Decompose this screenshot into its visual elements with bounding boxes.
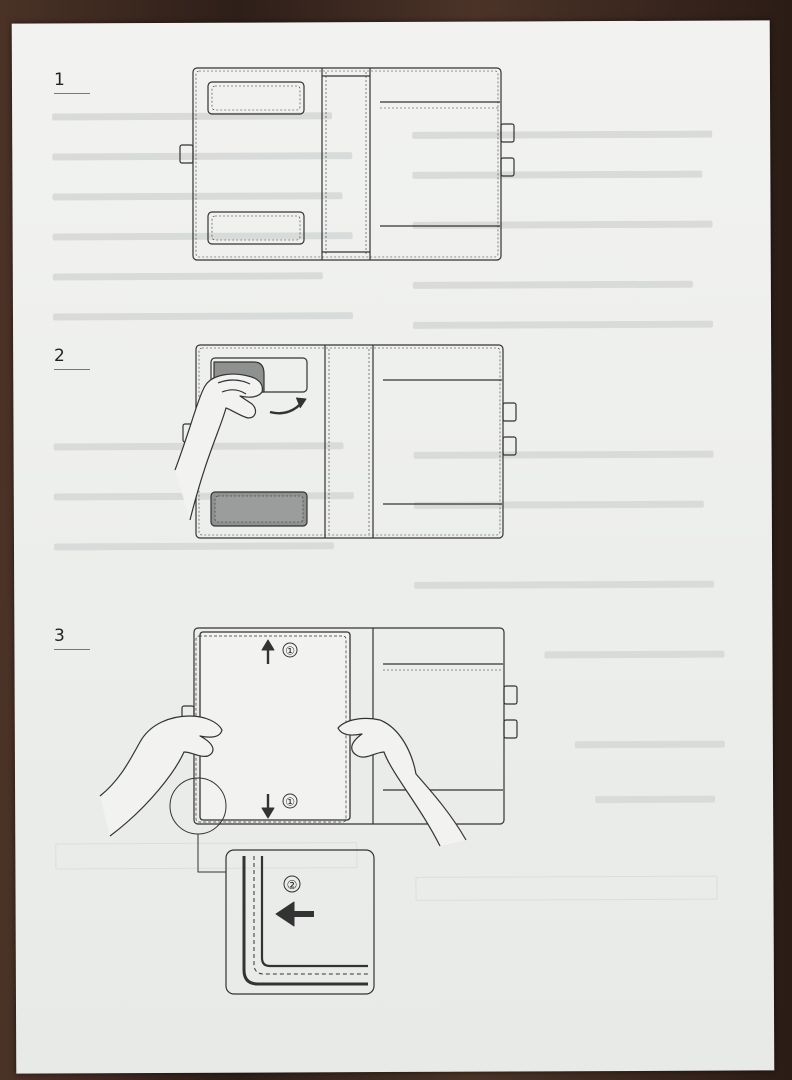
step-3-number: 3: [54, 626, 65, 646]
step-1-number: 1: [54, 70, 65, 90]
step-3-illustration: [99, 627, 518, 995]
step-2-underline: [54, 369, 90, 370]
callout-number-detail: ②: [287, 878, 298, 892]
step-3-underline: [54, 649, 90, 650]
callout-number-top: ①: [285, 645, 295, 658]
step-1-illustration: [179, 67, 515, 261]
step-2-number: 2: [54, 346, 65, 366]
step-1-underline: [54, 93, 90, 94]
step-2-illustration: [174, 344, 517, 539]
callout-number-bottom: ①: [285, 796, 295, 809]
